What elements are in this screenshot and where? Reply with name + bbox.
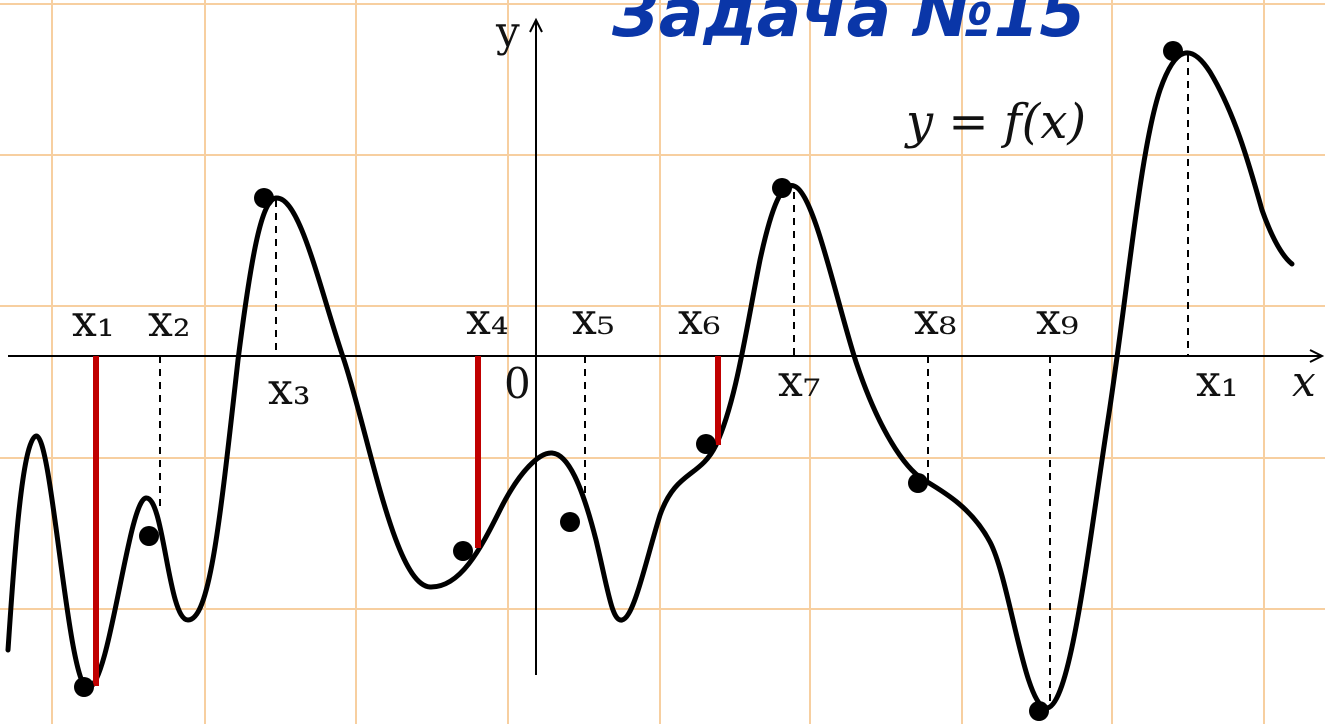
dot-x7 <box>772 178 792 198</box>
dashed-lines <box>159 55 1189 708</box>
label-x2: x₂ <box>148 296 190 347</box>
dot-x3 <box>254 188 274 208</box>
dot-x10 <box>1163 41 1183 61</box>
y-axis-label: y <box>495 7 520 56</box>
dot-x4 <box>453 541 473 561</box>
label-x9: x₉ <box>1036 294 1078 345</box>
dot-x1 <box>74 677 94 697</box>
dot-x6 <box>696 434 716 454</box>
origin-label: 0 <box>504 359 531 408</box>
dot-x9 <box>1029 701 1049 721</box>
label-x7: x₇ <box>778 356 820 407</box>
x-axis-arrow <box>1309 349 1325 363</box>
dot-x5 <box>560 512 580 532</box>
label-x5: x₅ <box>572 294 614 345</box>
marked-points <box>74 41 1183 721</box>
function-formula: y = f(x) <box>904 94 1086 150</box>
axes <box>8 17 1325 675</box>
label-x3: x₃ <box>268 364 310 415</box>
problem-title: Задача №15 <box>611 0 1085 52</box>
label-x10: x₁ <box>1196 356 1238 407</box>
label-x4: x₄ <box>466 294 508 345</box>
x-axis-label: x <box>1292 357 1316 406</box>
label-x8: x₈ <box>914 294 956 345</box>
label-x6: x₆ <box>678 294 720 345</box>
y-axis-arrow <box>529 17 543 33</box>
red-segments <box>93 356 721 686</box>
dot-x8 <box>908 473 928 493</box>
function-curve <box>5 50 1295 711</box>
label-x1: x₁ <box>72 296 114 347</box>
dot-x2 <box>139 526 159 546</box>
